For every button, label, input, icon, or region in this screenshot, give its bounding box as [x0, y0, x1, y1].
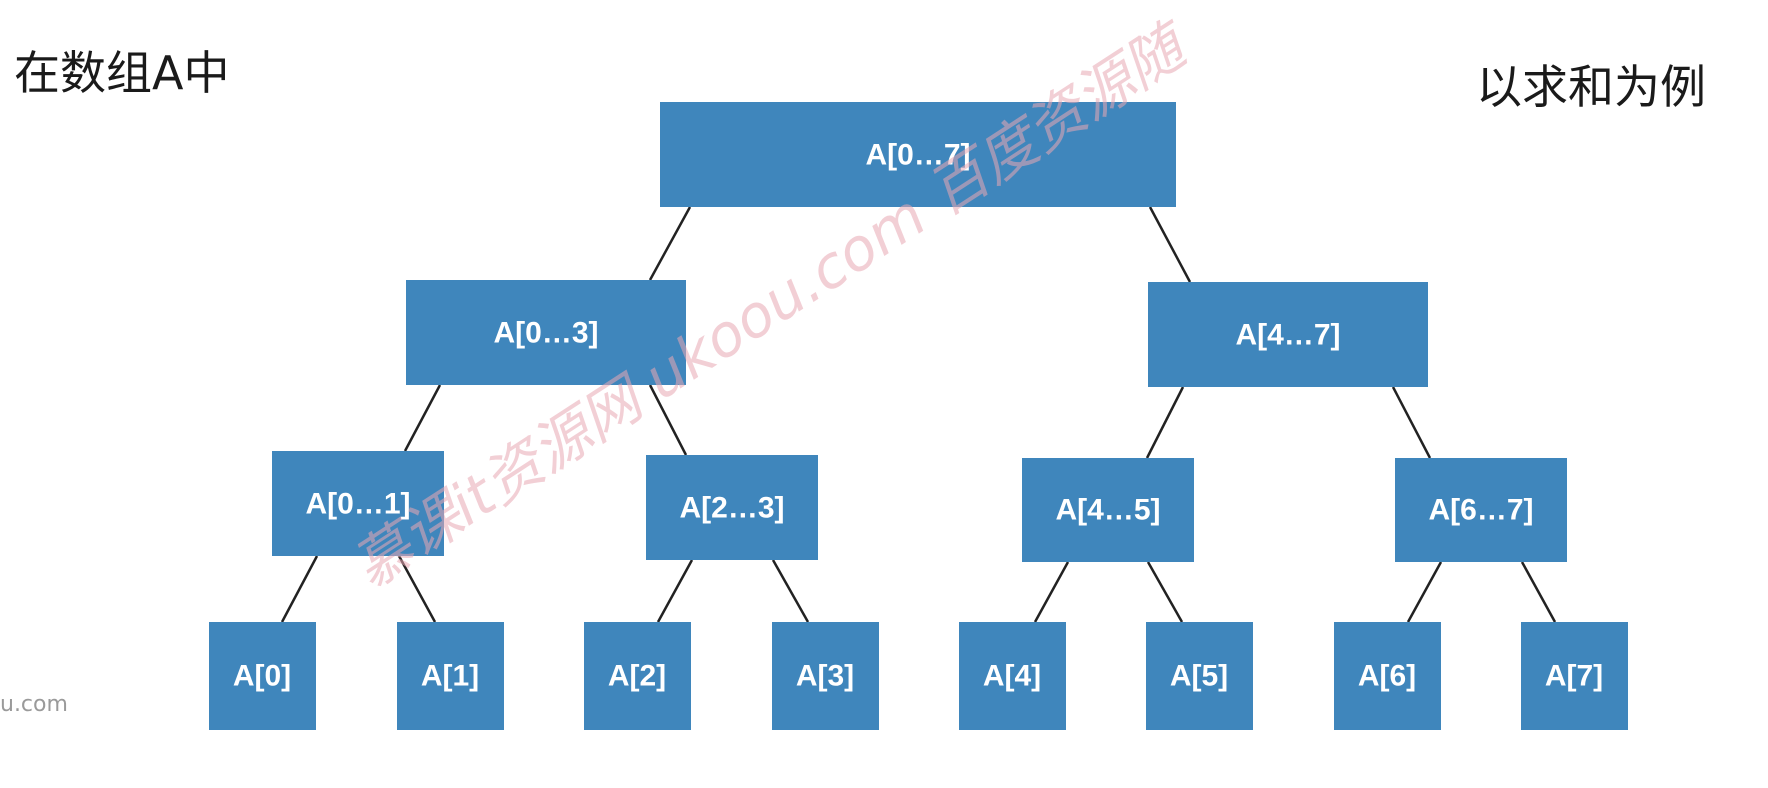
node-level1-right: A[4…7]: [1148, 282, 1428, 387]
edge-03-01: [403, 384, 442, 452]
node-level1-left: A[0…3]: [406, 280, 686, 385]
node-leaf-2: A[2]: [584, 622, 691, 730]
node-leaf-1-label: A[1]: [421, 660, 479, 693]
node-leaf-3-label: A[3]: [796, 660, 854, 693]
node-leaf-3: A[3]: [772, 622, 879, 730]
edge-01-0: [280, 555, 319, 623]
edge-67-7: [1520, 561, 1557, 623]
tree-edges: [280, 206, 1557, 623]
node-leaf-0-label: A[0]: [233, 660, 291, 693]
edge-47-45: [1145, 386, 1185, 459]
node-leaf-1: A[1]: [397, 622, 504, 730]
node-level2-1-label: A[2…3]: [679, 492, 784, 525]
node-level2-3-label: A[6…7]: [1428, 494, 1533, 527]
edge-23-2: [656, 559, 694, 623]
node-leaf-4: A[4]: [959, 622, 1066, 730]
node-leaf-0: A[0]: [209, 622, 316, 730]
node-level2-0-label: A[0…1]: [305, 488, 410, 521]
watermark-corner: u.com: [0, 692, 68, 717]
edge-root-left: [648, 206, 692, 281]
title-left: 在数组A中: [14, 46, 230, 100]
node-leaf-5-label: A[5]: [1170, 660, 1228, 693]
edge-67-6: [1406, 561, 1443, 623]
node-leaf-7-label: A[7]: [1545, 660, 1603, 693]
title-right: 以求和为例: [1476, 60, 1706, 114]
node-leaf-5: A[5]: [1146, 622, 1253, 730]
node-leaf-4-label: A[4]: [983, 660, 1041, 693]
node-level2-3: A[6…7]: [1395, 458, 1567, 562]
node-leaf-2-label: A[2]: [608, 660, 666, 693]
edge-45-5: [1146, 561, 1184, 623]
node-level2-2-label: A[4…5]: [1055, 494, 1160, 527]
node-level2-1: A[2…3]: [646, 455, 818, 560]
node-level1-left-label: A[0…3]: [493, 317, 598, 350]
node-root: A[0…7]: [660, 102, 1176, 207]
edge-03-23: [648, 384, 688, 456]
node-leaf-6-label: A[6]: [1358, 660, 1416, 693]
node-level2-2: A[4…5]: [1022, 458, 1194, 562]
node-leaf-6: A[6]: [1334, 622, 1441, 730]
node-leaf-7: A[7]: [1521, 622, 1628, 730]
edge-root-right: [1148, 206, 1192, 283]
edge-01-1: [397, 555, 437, 623]
node-level1-right-label: A[4…7]: [1235, 319, 1340, 352]
node-level2-0: A[0…1]: [272, 451, 444, 556]
edge-45-4: [1033, 561, 1070, 623]
edge-47-67: [1391, 386, 1432, 459]
edge-23-3: [771, 559, 810, 623]
node-root-label: A[0…7]: [865, 139, 970, 172]
